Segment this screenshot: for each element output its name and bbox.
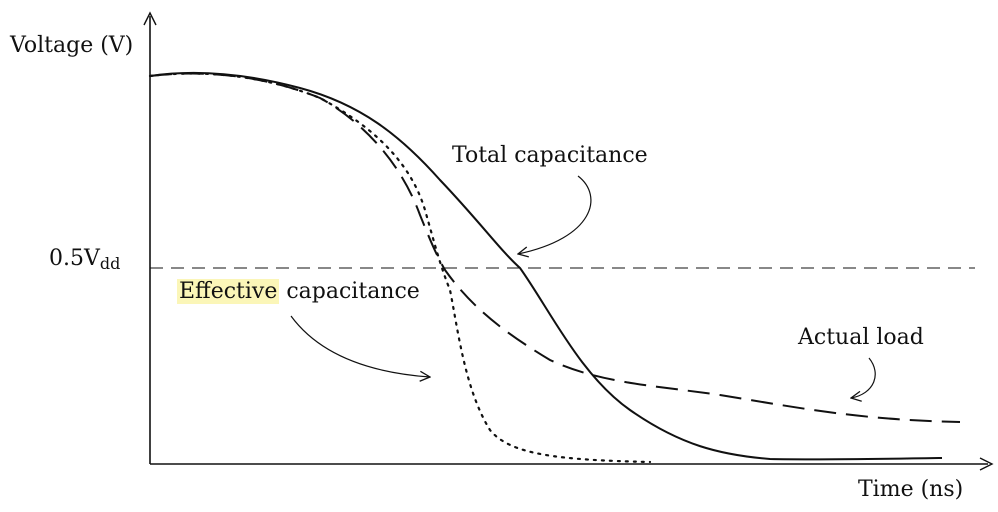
total-capacitance-label: Total capacitance: [452, 143, 648, 168]
effective-capacitance-label: Effective capacitance: [177, 279, 420, 304]
half-vdd-label: 0.5Vdd: [49, 248, 120, 272]
y-axis-arrowhead: [143, 11, 157, 26]
actual-load-pointer-arrow: [851, 357, 876, 398]
actual-load-curve: [149, 72, 961, 423]
y-axis-label: Voltage (V): [10, 33, 134, 58]
effective-capacitance-curve: [148, 72, 652, 464]
effective-capacitance-label-rest: capacitance: [279, 279, 420, 304]
total-capacitance-pointer-arrow: [518, 175, 592, 254]
actual-load-label: Actual load: [798, 325, 924, 350]
effective-capacitance-pointer-arrow: [290, 315, 430, 377]
x-axis-arrowhead: [979, 457, 994, 471]
effective-highlighted-word: Effective: [177, 279, 280, 304]
half-vdd-label-main: 0.5V: [49, 246, 100, 271]
half-vdd-label-subscript: dd: [99, 254, 121, 273]
total-capacitance-curve: [149, 71, 943, 461]
x-axis-label: Time (ns): [858, 477, 964, 502]
